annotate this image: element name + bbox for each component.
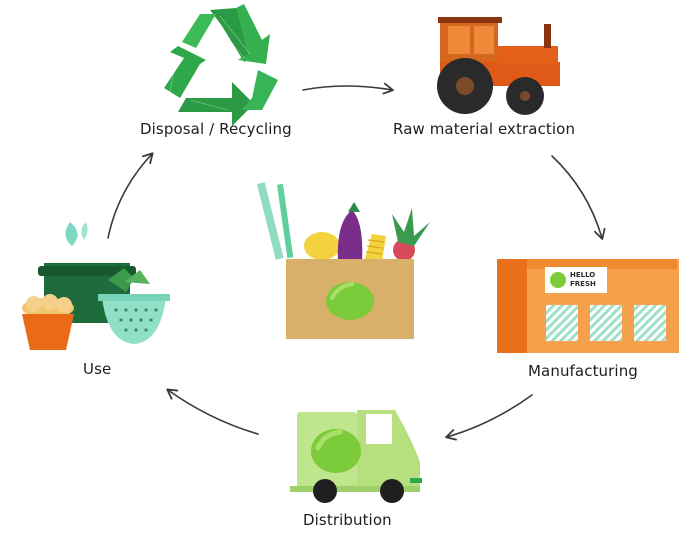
- arrow-manufacturing-to-distribution: [445, 394, 533, 441]
- arrow-disposal-to-raw: [302, 82, 394, 95]
- svg-text:HELLO: HELLO: [570, 271, 595, 279]
- svg-text:FRESH: FRESH: [570, 280, 596, 288]
- stage-label-distribution: Distribution: [303, 511, 392, 529]
- delivery-truck-icon: [290, 410, 422, 503]
- arrow-raw-to-manufacturing: [551, 155, 606, 240]
- brand-logo-sign: HELLO FRESH: [545, 267, 607, 293]
- stage-label-manufacturing: Manufacturing: [528, 362, 638, 380]
- cooking-pot-icon: [22, 216, 170, 350]
- cycle-arrows: [107, 82, 606, 441]
- tractor-icon: [437, 17, 560, 115]
- stage-label-disposal-recycling: Disposal / Recycling: [140, 120, 292, 138]
- recycle-icon: [164, 4, 278, 126]
- factory-icon: HELLO FRESH: [497, 259, 679, 353]
- arrow-distribution-to-use: [166, 388, 259, 435]
- grocery-box-icon: [256, 182, 430, 339]
- stage-label-raw-material-extraction: Raw material extraction: [393, 120, 576, 138]
- arrow-use-to-disposal: [107, 152, 154, 239]
- stage-label-use: Use: [83, 360, 112, 378]
